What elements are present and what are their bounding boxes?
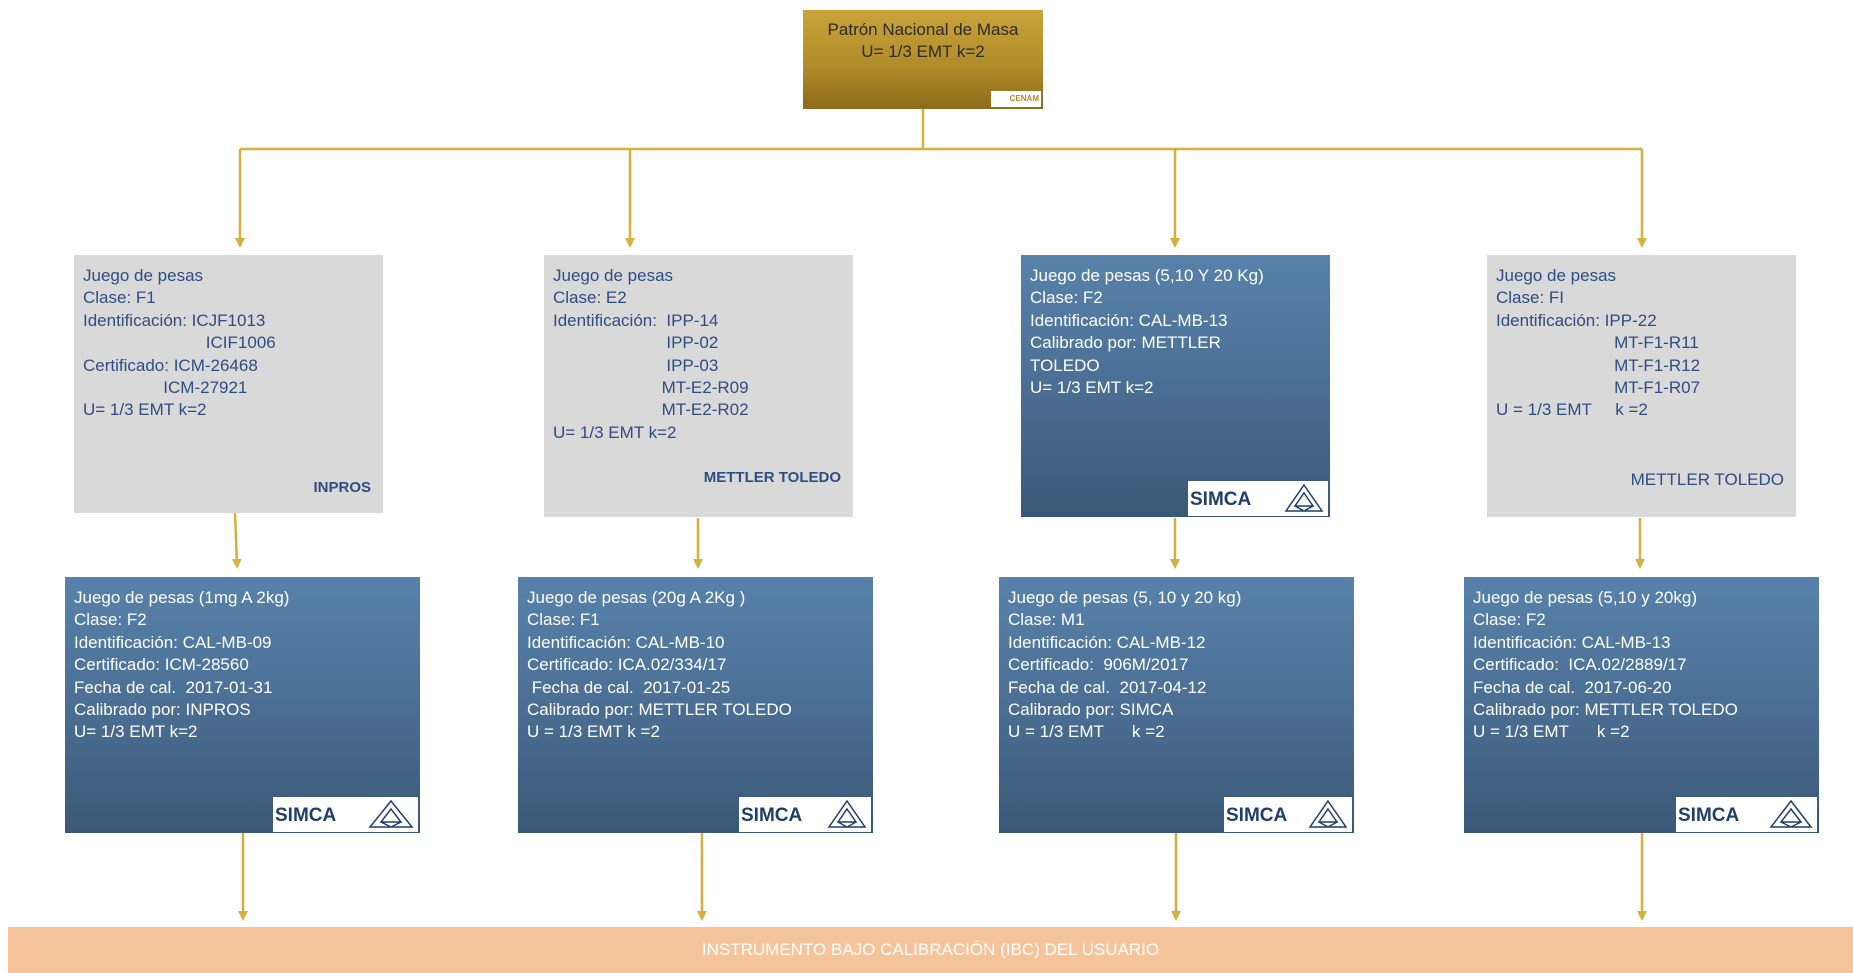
simca-logo: SIMCA [1676,797,1817,832]
simca-logo-text: SIMCA [1190,489,1252,510]
supplier-label: METTLER TOLEDO [703,468,841,486]
simca-logo-text: SIMCA [275,805,337,826]
detail-line: Calibrado por: METTLER [1030,333,1221,353]
detail-line: Clase: F2 [1030,288,1103,308]
detail-line: Identificación: CAL-MB-13 [1030,310,1228,330]
detail-line: Juego de pesas (20g A 2Kg ) [527,588,746,607]
national-mass-standard-box: Patrón Nacional de Masa U= 1/3 EMT k=2 C… [803,10,1043,109]
simca-logo: SIMCA [1188,481,1328,516]
detail-line: Fecha de cal. 2017-01-25 [527,677,731,697]
detail-line: MT-E2-R09 [553,378,749,398]
detail-line: MT-F1-R07 [1496,378,1701,398]
cenam-logo: CENAM [991,91,1041,107]
simca-logo-text: SIMCA [1226,805,1288,826]
detail-line: Calibrado por: SIMCA [1008,700,1174,720]
detail-line: IPP-02 [553,333,719,353]
detail-line: Fecha de cal. 2017-04-12 [1008,677,1207,697]
national-standard-title: Patrón Nacional de Masa [827,20,1019,39]
simca-triangles-icon [368,799,414,828]
detail-line: Juego de pesas (5,10 y 20kg) [1473,588,1697,607]
national-standard-uncertainty: U= 1/3 EMT k=2 [861,42,985,61]
detail-line: Clase: F1 [527,610,600,630]
detail-line: U= 1/3 EMT k=2 [83,400,207,420]
detail-line: Juego de pesas (5,10 Y 20 Kg) [1030,266,1264,285]
simca-logo: SIMCA [739,797,871,832]
detail-line: Fecha de cal. 2017-06-20 [1473,677,1672,697]
detail-line: Identificación: IPP-22 [1496,310,1657,330]
detail-line: Calibrado por: METTLER TOLEDO [1473,700,1738,720]
detail-line: Certificado: ICM-26468 [83,355,258,375]
detail-line: Certificado: ICM-28560 [74,655,249,675]
detail-line: Juego de pesas (1mg A 2kg) [74,588,290,607]
detail-line: Calibrado por: INPROS [74,700,251,720]
detail-line: Juego de pesas (5, 10 y 20 kg) [1008,588,1242,607]
detail-line: U= 1/3 EMT k=2 [553,422,677,442]
simca-triangles-icon [1769,799,1813,828]
detail-line: ICIF1006 [83,333,276,353]
detail-line: MT-E2-R02 [553,400,749,420]
supplier-label: INPROS [313,478,371,496]
supplier-label: METTLER TOLEDO [1630,469,1784,489]
detail-line: Identificación: CAL-MB-12 [1008,632,1206,652]
detail-line: Juego de pesas [83,266,204,285]
detail-line: Certificado: ICA.02/2889/17 [1473,655,1687,675]
detail-line: U= 1/3 EMT k=2 [1030,378,1154,398]
detail-line: Identificación: CAL-MB-10 [527,632,725,652]
detail-line: Clase: E2 [553,288,627,308]
detail-line: U = 1/3 EMT k =2 [1496,400,1648,420]
simca-logo-text: SIMCA [1678,805,1740,826]
detail-line: U= 1/3 EMT k=2 [74,722,198,742]
detail-line: Clase: M1 [1008,610,1085,630]
detail-line: ICM-27921 [83,378,248,398]
detail-line: MT-F1-R12 [1496,355,1701,375]
detail-line: U = 1/3 EMT k =2 [1008,722,1165,742]
simca-triangles-icon [827,799,867,828]
detail-line: Fecha de cal. 2017-01-31 [74,677,273,697]
detail-line: Identificación: CAL-MB-13 [1473,632,1671,652]
simca-triangles-icon [1284,483,1324,512]
detail-line: Juego de pesas [553,266,674,285]
simca-logo: SIMCA [273,797,418,832]
detail-line: Certificado: ICA.02/334/17 [527,655,727,675]
simca-logo: SIMCA [1224,797,1352,832]
detail-line: MT-F1-R11 [1496,333,1699,353]
detail-line: Calibrado por: METTLER TOLEDO [527,700,792,720]
instrument-under-calibration-bar: INSTRUMENTO BAJO CALIBRACIÓN (IBC) DEL U… [8,927,1853,973]
detail-line: Juego de pesas [1496,266,1617,285]
instrument-under-calibration-label: INSTRUMENTO BAJO CALIBRACIÓN (IBC) DEL U… [701,940,1160,959]
detail-line: Clase: F2 [74,610,147,630]
cenam-logo-text: CENAM [1009,94,1039,103]
simca-logo-text: SIMCA [741,805,803,826]
detail-line: Certificado: 906M/2017 [1008,655,1189,675]
detail-line: IPP-03 [553,355,719,375]
detail-line: Clase: F2 [1473,610,1546,630]
detail-line: U = 1/3 EMT k =2 [527,722,660,742]
detail-line: Identificación: IPP-14 [553,310,719,330]
detail-line: Clase: F1 [83,288,156,308]
detail-line: Identificación: CAL-MB-09 [74,632,272,652]
detail-line: Clase: FI [1496,288,1565,308]
detail-line: Identificación: ICJF1013 [83,310,266,330]
detail-line: TOLEDO [1030,355,1100,375]
detail-line: U = 1/3 EMT k =2 [1473,722,1630,742]
simca-triangles-icon [1308,799,1348,828]
